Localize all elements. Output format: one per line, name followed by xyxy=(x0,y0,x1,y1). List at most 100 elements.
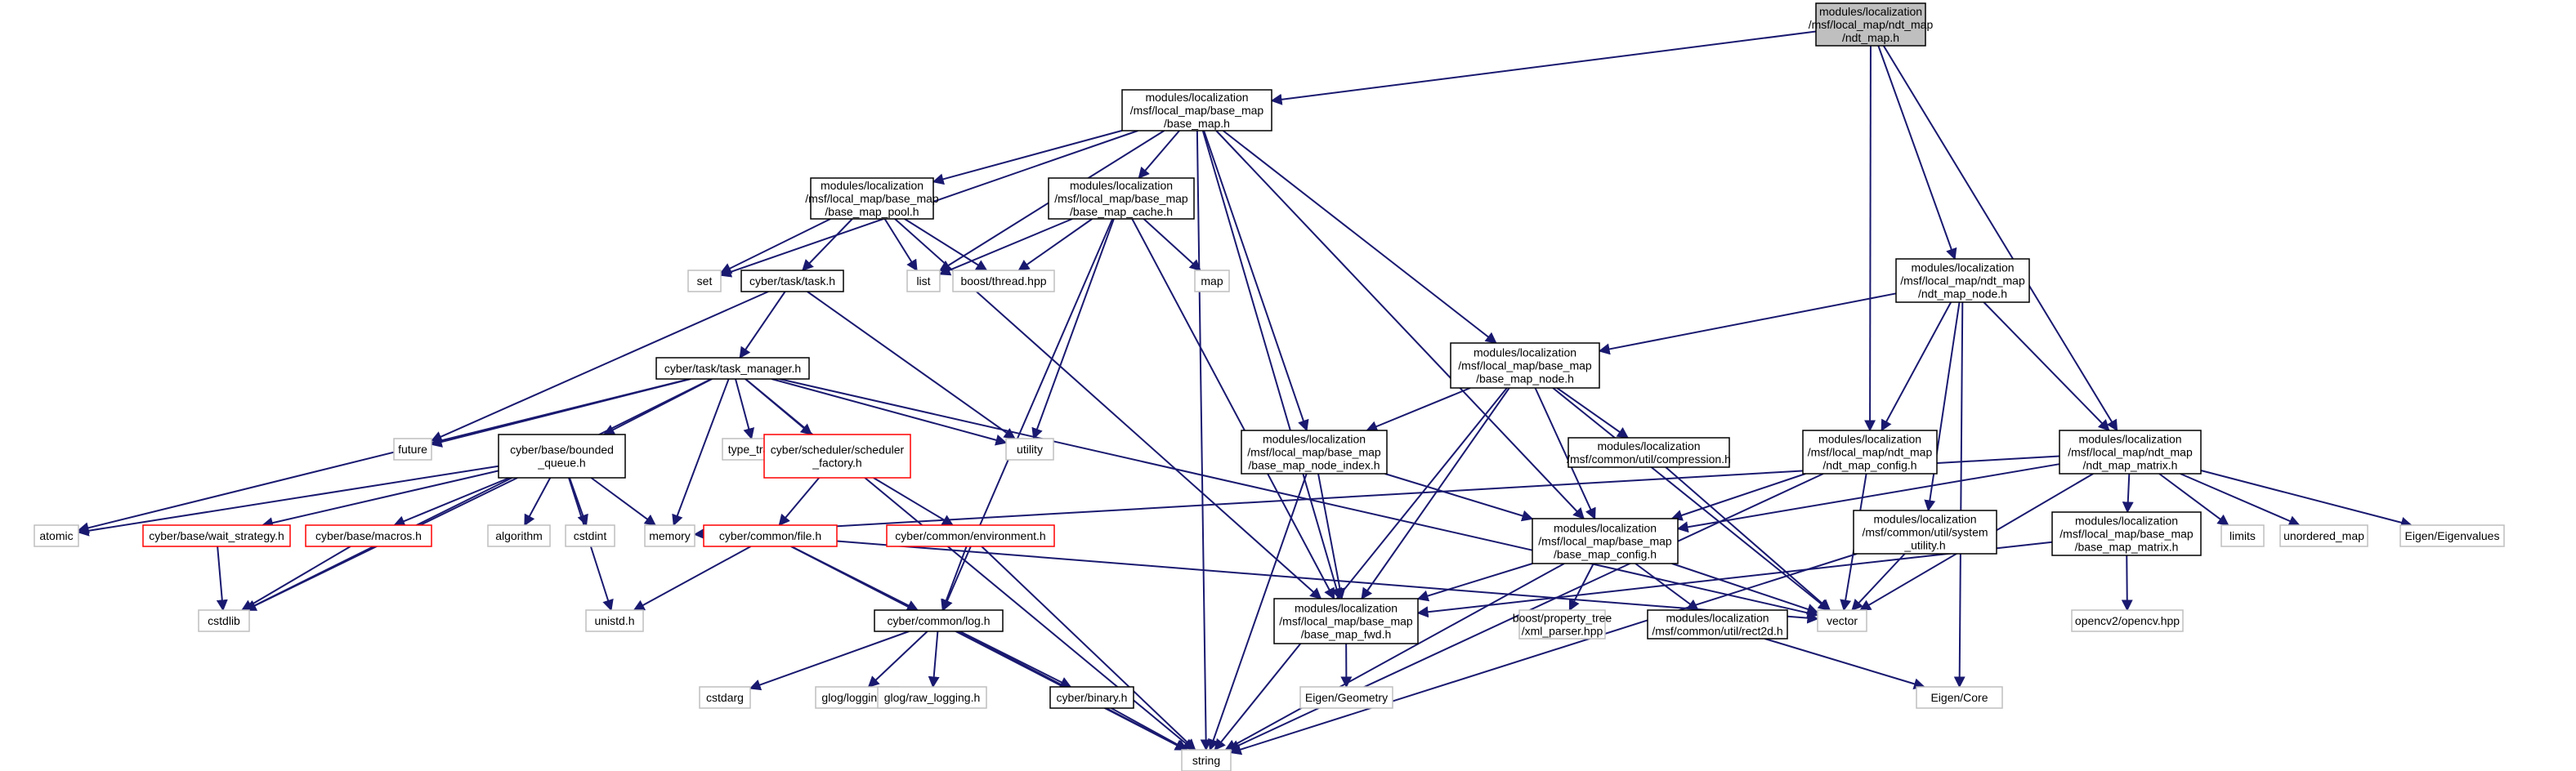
node-ndt-map-matrix-h[interactable]: modules/localization/msf/local_map/ndt_m… xyxy=(2059,430,2202,475)
node-label: cyber/common/file.h xyxy=(719,529,821,542)
node-base-map-matrix-h[interactable]: modules/localization/msf/local_map/base_… xyxy=(2051,511,2202,556)
node-xml-parser[interactable]: boost/property_tree/xml_parser.hpp xyxy=(1513,609,1612,640)
node-atomic[interactable]: atomic xyxy=(34,524,79,547)
node-cstdlib[interactable]: cstdlib xyxy=(198,609,250,632)
node-task-manager-h[interactable]: cyber/task/task_manager.h xyxy=(655,357,810,380)
node-set[interactable]: set xyxy=(687,270,722,292)
node-label: modules/localization xyxy=(821,179,924,192)
node-eigenvalues[interactable]: Eigen/Eigenvalues xyxy=(2399,524,2505,547)
edge-base_map_node_h-to-compression_h xyxy=(1556,387,1630,439)
node-environment-h[interactable]: cyber/common/environment.h xyxy=(886,524,1055,547)
node-base-map-config-h[interactable]: modules/localization/msf/local_map/base_… xyxy=(1532,518,1679,564)
node-label: modules/localization xyxy=(2078,433,2181,446)
node-label: boost/property_tree xyxy=(1513,612,1612,625)
edge-base_map_pool_h-to-boost_thread xyxy=(904,218,988,271)
node-list[interactable]: list xyxy=(906,270,941,292)
edge-base_map_pool_h-to-task_h xyxy=(802,218,853,272)
edge-log_h-to-glog_logging xyxy=(867,631,928,688)
node-base-map-node-h[interactable]: modules/localization/msf/local_map/base_… xyxy=(1450,342,1600,389)
node-label: /msf/local_map/base_map xyxy=(1130,104,1264,117)
node-label: /base_map_matrix.h xyxy=(2075,541,2179,554)
node-cstdarg[interactable]: cstdarg xyxy=(699,686,751,709)
edge-task_h-to-future xyxy=(430,291,769,443)
node-opencv[interactable]: opencv2/opencv.hpp xyxy=(2071,609,2184,632)
node-base-map-pool-h[interactable]: modules/localization/msf/local_map/base_… xyxy=(805,177,939,220)
node-box xyxy=(874,609,1004,632)
node-ndt-map-h[interactable]: modules/localization/msf/local_map/ndt_m… xyxy=(1809,2,1934,47)
node-label: /base_map.h xyxy=(1164,117,1230,130)
node-box xyxy=(2279,524,2368,547)
node-label: /msf/common/util/rect2d.h xyxy=(1652,625,1782,638)
edge-file_h-to-unistd_h xyxy=(633,546,752,611)
node-boost-thread[interactable]: boost/thread.hpp xyxy=(952,270,1055,292)
node-box xyxy=(585,609,644,632)
node-label: cyber/task/task.h xyxy=(749,274,835,287)
node-limits[interactable]: limits xyxy=(2220,524,2265,547)
node-system-utility-h[interactable]: modules/localization/msf/common/util/sys… xyxy=(1853,510,1997,555)
node-ndt-map-config-h[interactable]: modules/localization/msf/local_map/ndt_m… xyxy=(1802,430,1938,475)
node-label: map xyxy=(1201,274,1223,287)
node-base-map-h[interactable]: modules/localization/msf/local_map/base_… xyxy=(1121,89,1272,131)
edge-ndt_map_node_h-to-eigen_core xyxy=(1953,301,1966,689)
node-box xyxy=(877,686,987,709)
node-label: /ndt_map_config.h xyxy=(1822,459,1916,472)
edge-environment_h-to-string xyxy=(981,546,1196,751)
node-cstdint[interactable]: cstdint xyxy=(565,524,615,547)
node-rect2d-h[interactable]: modules/localization/msf/common/util/rec… xyxy=(1647,609,1788,640)
node-string[interactable]: string xyxy=(1181,749,1232,771)
node-vector[interactable]: vector xyxy=(1817,609,1867,632)
node-algorithm[interactable]: algorithm xyxy=(487,524,551,547)
node-label: glog/raw_logging.h xyxy=(884,691,981,704)
node-file-h[interactable]: cyber/common/file.h xyxy=(703,524,838,547)
node-map[interactable]: map xyxy=(1194,270,1230,292)
node-eigen-geometry[interactable]: Eigen/Geometry xyxy=(1299,686,1393,709)
edge-task_manager_h-to-utility xyxy=(771,378,1008,446)
node-label: /xml_parser.hpp xyxy=(1522,625,1603,638)
edge-bounded_queue_h-to-cstdint xyxy=(568,477,588,527)
node-box xyxy=(699,686,751,709)
node-label: modules/localization xyxy=(1295,602,1398,615)
node-box xyxy=(1532,518,1679,564)
node-box xyxy=(1568,437,1730,468)
edge-ndt_map_h-to-ndt_map_config_h xyxy=(1864,45,1876,432)
node-macros-h[interactable]: cyber/base/macros.h xyxy=(305,524,432,547)
edge-ndt_map_node_h-to-base_map_node_h xyxy=(1598,292,1897,355)
node-base-map-fwd-h[interactable]: modules/localization/msf/local_map/base_… xyxy=(1273,598,1419,644)
node-binary-h[interactable]: cyber/binary.h xyxy=(1049,686,1134,709)
node-box xyxy=(1647,609,1788,640)
node-future[interactable]: future xyxy=(393,438,432,461)
node-utility[interactable]: utility xyxy=(1005,438,1054,461)
node-wait-strategy-h[interactable]: cyber/base/wait_strategy.h xyxy=(142,524,291,547)
node-box xyxy=(2399,524,2505,547)
edge-base_map_h-to-base_map_cache_h xyxy=(1138,130,1180,180)
node-eigen-core[interactable]: Eigen/Core xyxy=(1916,686,2003,709)
edge-base_map_node_h-to-base_map_config_h xyxy=(1534,387,1596,520)
node-label: modules/localization xyxy=(1474,346,1576,359)
node-label: /msf/local_map/base_map xyxy=(1247,446,1381,459)
node-log-h[interactable]: cyber/common/log.h xyxy=(874,609,1004,632)
node-scheduler-factory-h[interactable]: cyber/scheduler/scheduler_factory.h xyxy=(763,434,911,479)
node-base-map-cache-h[interactable]: modules/localization/msf/local_map/base_… xyxy=(1048,177,1195,220)
node-unordered-map[interactable]: unordered_map xyxy=(2279,524,2368,547)
node-bounded-queue-h[interactable]: cyber/base/bounded_queue.h xyxy=(498,434,626,479)
edge-bounded_queue_h-to-memory xyxy=(590,477,657,526)
node-base-map-node-index-h[interactable]: modules/localization/msf/local_map/base_… xyxy=(1241,430,1388,475)
node-compression-h[interactable]: modules/localization/msf/common/util/com… xyxy=(1567,437,1731,468)
node-label: cstdarg xyxy=(706,691,744,704)
node-ndt-map-node-h[interactable]: modules/localization/msf/local_map/ndt_m… xyxy=(1895,258,2030,303)
node-box xyxy=(810,177,934,220)
node-label: /base_map_config.h xyxy=(1554,548,1657,561)
node-box xyxy=(34,524,79,547)
node-label: modules/localization xyxy=(1666,612,1769,625)
node-task-h[interactable]: cyber/task/task.h xyxy=(740,270,844,292)
node-box xyxy=(1181,749,1232,771)
node-glog-raw-logging[interactable]: glog/raw_logging.h xyxy=(877,686,987,709)
node-label: /base_map_cache.h xyxy=(1070,205,1173,218)
node-unistd-h[interactable]: unistd.h xyxy=(585,609,644,632)
node-memory[interactable]: memory xyxy=(644,524,695,547)
node-label: modules/localization xyxy=(1597,439,1700,452)
node-box xyxy=(1518,609,1606,640)
node-label: future xyxy=(398,443,427,456)
node-box xyxy=(2051,511,2202,556)
node-label: _utility.h xyxy=(1903,539,1945,552)
